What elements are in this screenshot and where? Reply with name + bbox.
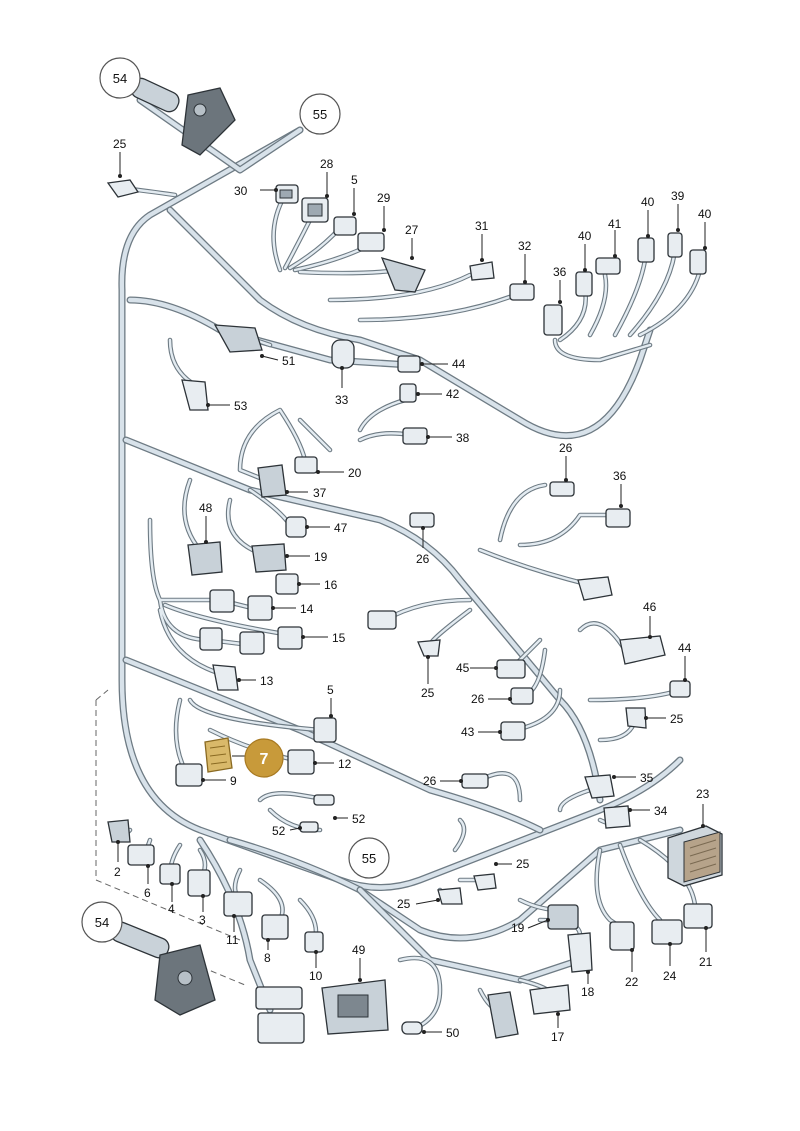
label-43: 43 — [461, 725, 475, 739]
grommet-top — [130, 77, 236, 156]
label-44: 44 — [678, 641, 692, 655]
label-49: 49 — [352, 943, 366, 957]
label-51: 51 — [282, 354, 296, 368]
label-17: 17 — [551, 1030, 565, 1044]
label-19: 19 — [314, 550, 328, 564]
label-53: 53 — [234, 399, 248, 413]
label-13: 13 — [260, 674, 274, 688]
label-8: 8 — [264, 951, 271, 965]
label-25: 25 — [421, 686, 435, 700]
label-44: 44 — [452, 357, 466, 371]
label-42: 42 — [446, 387, 460, 401]
label-41: 41 — [608, 217, 622, 231]
relay-box-23 — [667, 825, 723, 887]
label-37: 37 — [313, 486, 327, 500]
label-26: 26 — [416, 552, 430, 566]
callout-55-top: 55 — [313, 107, 327, 122]
label-26: 26 — [471, 692, 485, 706]
label-26: 26 — [559, 441, 573, 455]
label-32: 32 — [518, 239, 532, 253]
label-45: 45 — [456, 661, 470, 675]
label-11: 11 — [226, 933, 239, 947]
label-19: 19 — [511, 921, 525, 935]
label-10: 10 — [309, 969, 323, 983]
label-25: 25 — [670, 712, 684, 726]
label-14: 14 — [300, 602, 314, 616]
label-18: 18 — [581, 985, 595, 999]
label-38: 38 — [456, 431, 470, 445]
label-30: 30 — [234, 184, 248, 198]
leader-lines — [116, 152, 708, 1034]
callout-bubbles: 54 55 55 54 7 — [81, 57, 390, 943]
highlighted-part-7 — [204, 737, 233, 773]
components — [106, 77, 723, 1044]
grommet-bottom — [110, 921, 216, 1016]
label-6: 6 — [144, 886, 151, 900]
label-20: 20 — [348, 466, 362, 480]
label-25: 25 — [516, 857, 530, 871]
label-5: 5 — [351, 173, 358, 187]
label-22: 22 — [625, 975, 639, 989]
label-52: 52 — [352, 812, 366, 826]
label-23: 23 — [696, 787, 710, 801]
label-26: 26 — [423, 774, 437, 788]
label-34: 34 — [654, 804, 668, 818]
label-16: 16 — [324, 578, 338, 592]
label-29: 29 — [377, 191, 391, 205]
dashed-reference-lines — [95, 689, 246, 986]
label-33: 33 — [335, 393, 349, 407]
part-labels: 25 30 28 5 29 27 31 32 36 40 41 40 39 40… — [113, 137, 713, 1044]
label-36: 36 — [613, 469, 627, 483]
callout-55-mid: 55 — [362, 851, 376, 866]
label-15: 15 — [332, 631, 346, 645]
label-47: 47 — [334, 521, 348, 535]
label-40: 40 — [641, 195, 655, 209]
highlighted-part-number: 7 — [260, 751, 269, 768]
harness-wires — [117, 96, 703, 1033]
label-35: 35 — [640, 771, 654, 785]
label-50: 50 — [446, 1026, 460, 1040]
label-9: 9 — [230, 774, 237, 788]
label-48: 48 — [199, 501, 213, 515]
label-31: 31 — [475, 219, 489, 233]
callout-54-bottom: 54 — [95, 915, 109, 930]
label-46: 46 — [643, 600, 657, 614]
label-2: 2 — [114, 865, 121, 879]
label-28: 28 — [320, 157, 334, 171]
label-21: 21 — [699, 955, 713, 969]
label-3: 3 — [199, 913, 206, 927]
label-27: 27 — [405, 223, 419, 237]
label-36: 36 — [553, 265, 567, 279]
label-39: 39 — [671, 189, 685, 203]
label-25: 25 — [397, 897, 411, 911]
label-52: 52 — [272, 824, 286, 838]
callout-54-top: 54 — [113, 71, 127, 86]
label-12: 12 — [338, 757, 352, 771]
label-4: 4 — [168, 902, 175, 916]
label-24: 24 — [663, 969, 677, 983]
label-25: 25 — [113, 137, 127, 151]
label-5: 5 — [327, 683, 334, 697]
label-40: 40 — [698, 207, 712, 221]
label-40: 40 — [578, 229, 592, 243]
